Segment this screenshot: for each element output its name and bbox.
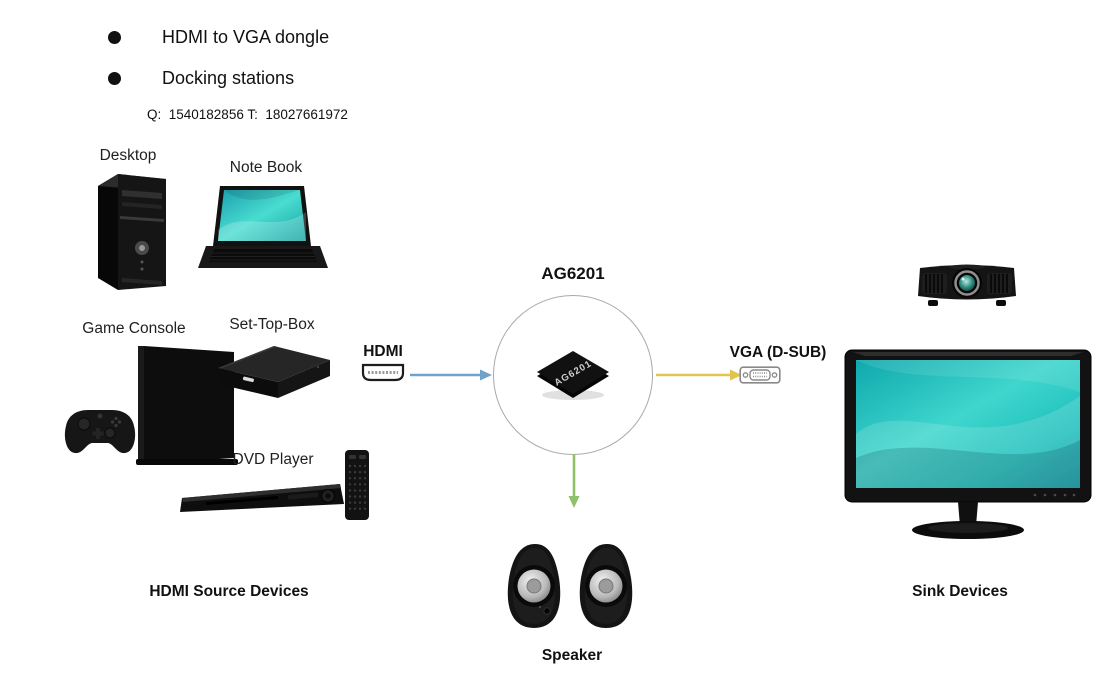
notebook-label: Note Book [229, 159, 303, 176]
speaker-label: Speaker [541, 647, 603, 664]
dvd-player-image [180, 484, 344, 512]
monitor-image [844, 349, 1092, 539]
sources-group-label: HDMI Source Devices [149, 583, 309, 600]
vga-arrow [656, 369, 742, 381]
contact-line: Q: 1540182856 T: 18027661972 [147, 107, 348, 122]
vga-port-label: VGA (D-SUB) [729, 344, 827, 361]
projector-image [918, 264, 1016, 306]
desktop-label: Desktop [99, 147, 157, 164]
hdmi-connector-icon [361, 363, 405, 382]
sinks-group-label: Sink Devices [912, 583, 1008, 600]
set-top-box-image [218, 346, 330, 398]
speaker-arrow [568, 454, 580, 508]
dvd-player-label: DVD Player [232, 451, 314, 468]
speakers-image [507, 543, 633, 629]
game-console-label: Game Console [82, 320, 186, 337]
hdmi-port-label: HDMI [363, 343, 403, 360]
ag6201-chip-image: AG6201 [537, 351, 609, 400]
bullet-item-docking-stations: Docking stations [162, 68, 295, 88]
remote-control-image [345, 450, 369, 520]
bullet-icon [108, 31, 121, 44]
game-console-image [64, 346, 238, 465]
set-top-box-label: Set-Top-Box [229, 316, 315, 333]
chip-title: AG6201 [541, 264, 605, 283]
vga-connector-icon [739, 366, 781, 384]
bullet-item-hdmi-to-vga: HDMI to VGA dongle [162, 27, 330, 47]
desktop-tower-image [98, 174, 166, 290]
notebook-image [198, 186, 328, 268]
hdmi-arrow [410, 369, 492, 381]
bullet-icon [108, 72, 121, 85]
